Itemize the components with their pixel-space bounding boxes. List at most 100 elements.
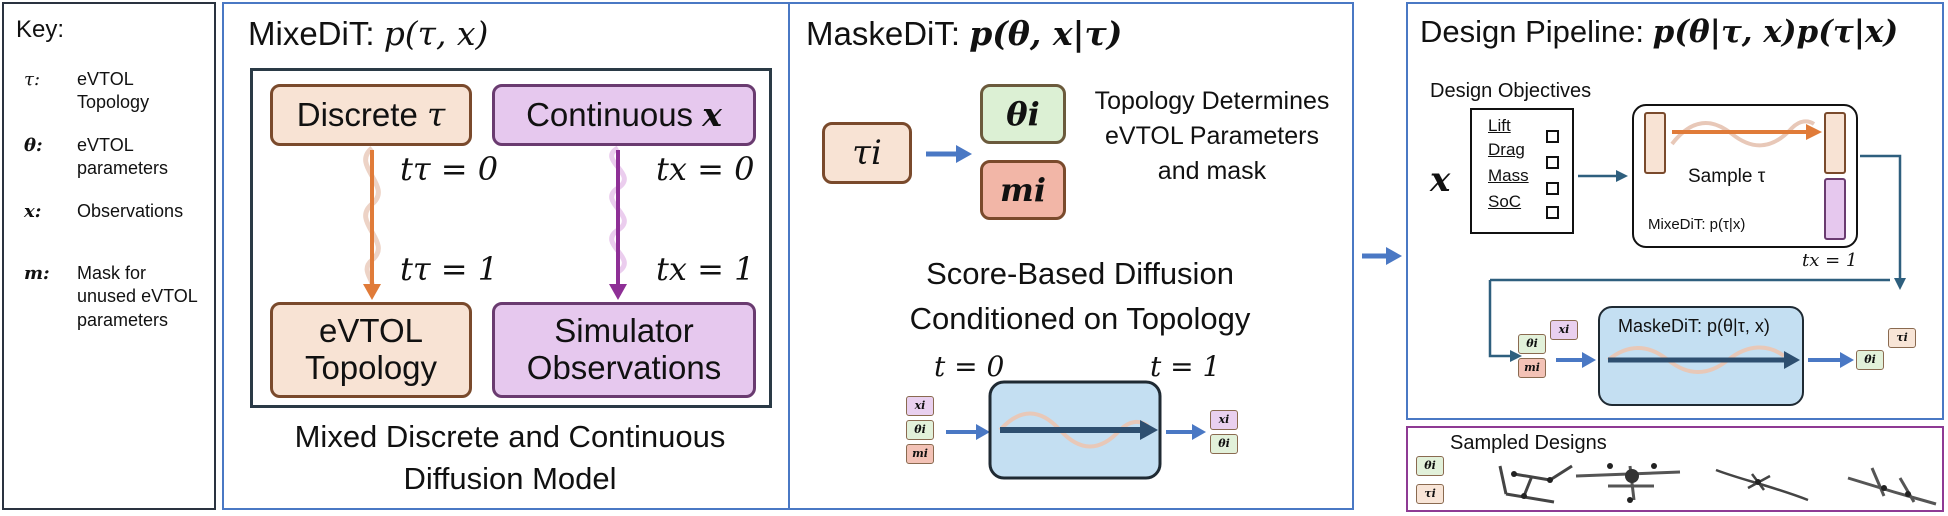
maskedit-t0: t = 0 bbox=[934, 350, 1004, 383]
theta-i-label: θi bbox=[1006, 95, 1040, 133]
simulator-observations-box: Simulator Observations bbox=[492, 302, 756, 398]
pipeline-chip-theta: θi bbox=[1518, 334, 1546, 354]
maskedit-title-math: p(θ, x|τ) bbox=[969, 14, 1123, 53]
t-tau-1-label: tτ = 1 bbox=[400, 250, 499, 288]
checkbox-drag-icon bbox=[1546, 156, 1559, 169]
maskedit-chip-in-m: mi bbox=[906, 444, 934, 464]
maskedit-title-prefix: MaskeDiT: bbox=[806, 15, 970, 52]
key-row-tau: τ: eVTOL Topology bbox=[24, 68, 214, 115]
checkbox-soc-icon bbox=[1546, 206, 1559, 219]
key-row-m: m: Mask for unused eVTOL parameters bbox=[24, 262, 214, 332]
discrete-tau-box: Discrete τ bbox=[270, 84, 472, 146]
maskedit-pipeline-arrow bbox=[1606, 345, 1854, 374]
t-tau-0-label: tτ = 0 bbox=[400, 150, 499, 188]
key-symbol-x: x: bbox=[24, 201, 42, 222]
key-desc-tau: eVTOL Topology bbox=[77, 69, 150, 113]
maskedit-t1: t = 1 bbox=[1150, 350, 1220, 383]
checkbox-mass-icon bbox=[1546, 182, 1559, 195]
mixedit-caption-text: Mixed Discrete and Continuous Diffusion … bbox=[294, 419, 726, 496]
discrete-label: Discrete bbox=[296, 96, 427, 133]
continuous-label: Continuous bbox=[526, 96, 703, 133]
maskedit-chip-in-theta: θi bbox=[906, 420, 934, 440]
sampled-design-2-icon bbox=[1575, 463, 1681, 503]
sampled-design-1-icon bbox=[1498, 464, 1573, 504]
mixedit-title: MixeDiT: p(τ, x) bbox=[248, 14, 488, 53]
maskedit-panel bbox=[788, 2, 1354, 510]
evtol-topology-label: eVTOL Topology bbox=[304, 312, 438, 386]
maskedit-subtitle: Score-Based Diffusion Conditioned on Top… bbox=[850, 252, 1310, 342]
mixedit-title-prefix: MixeDiT: bbox=[248, 15, 384, 52]
mixedit-inner-frame bbox=[250, 68, 772, 408]
maskedit-pipeline-label: MaskeDiT: p(θ|τ, x) bbox=[1618, 316, 1770, 337]
pipeline-chip-theta-out: θi bbox=[1856, 350, 1884, 370]
m-i-box: mi bbox=[980, 160, 1066, 220]
pipeline-chip-x: xi bbox=[1550, 320, 1578, 340]
mixedit-title-math: p(τ, x) bbox=[383, 14, 489, 53]
sample-tau-label: Sample τ bbox=[1688, 166, 1765, 188]
maskedit-t1-label: t = 1 bbox=[1150, 350, 1221, 383]
key-panel: Key: τ: eVTOL Topology θ: eVTOL paramete… bbox=[2, 2, 216, 510]
t-x-1: tx = 1 bbox=[656, 250, 754, 288]
pipeline-panel bbox=[1406, 2, 1944, 420]
maskedit-side-text-label: Topology Determines eVTOL Parameters and… bbox=[1094, 87, 1330, 185]
continuous-symbol: x bbox=[702, 95, 722, 134]
maskedit-t0-label: t = 0 bbox=[934, 350, 1005, 383]
mixedit-pipeline-label-text: MixeDiT: p(τ|x) bbox=[1648, 216, 1746, 233]
sampled-design-4-icon bbox=[1847, 467, 1937, 506]
key-symbol-m: m: bbox=[24, 263, 50, 284]
sample-tau-text: Sample τ bbox=[1688, 166, 1766, 187]
design-objectives-label: Design Objectives bbox=[1430, 80, 1592, 102]
discrete-arrowhead bbox=[363, 284, 381, 300]
tau-to-params-arrow bbox=[926, 145, 972, 163]
evtol-topology-box: eVTOL Topology bbox=[270, 302, 472, 398]
key-desc-theta: eVTOL parameters bbox=[77, 135, 169, 179]
tau-i-label: τi bbox=[852, 133, 882, 173]
maskedit-side-text: Topology Determines eVTOL Parameters and… bbox=[1092, 84, 1332, 189]
key-title: Key: bbox=[16, 16, 65, 43]
mixedit-pipeline-label: MixeDiT: p(τ|x) bbox=[1648, 216, 1745, 233]
maskedit-title: MaskeDiT: p(θ, x|τ) bbox=[806, 14, 1122, 53]
sampler-bar-right-bottom bbox=[1824, 178, 1846, 240]
objective-drag-label: Drag bbox=[1488, 140, 1525, 159]
checkbox-lift-icon bbox=[1546, 130, 1559, 143]
tau-i-box: τi bbox=[822, 122, 912, 184]
mixedit-sampler-box bbox=[1632, 104, 1858, 248]
t-x-0-label: tx = 0 bbox=[656, 150, 755, 188]
key-symbol-theta: θ: bbox=[24, 135, 43, 156]
maskedit-subtitle-text: Score-Based Diffusion Conditioned on Top… bbox=[909, 256, 1251, 336]
objective-lift: Lift bbox=[1488, 116, 1511, 136]
pipeline-flow-lines bbox=[1488, 154, 1906, 362]
objectives-to-sampler-arrow bbox=[1578, 170, 1628, 182]
theta-i-box: θi bbox=[980, 84, 1066, 144]
samples-chip-theta: θi bbox=[1416, 456, 1444, 476]
maskedit-pipeline-label-text: MaskeDiT: p(θ|τ, x) bbox=[1618, 316, 1770, 336]
t-x-0: tx = 0 bbox=[656, 150, 754, 188]
pipeline-chip-tau-out: τi bbox=[1888, 328, 1916, 348]
discrete-symbol: τ bbox=[426, 95, 446, 134]
t-tau-1: tτ = 1 bbox=[400, 250, 498, 288]
objective-mass-label: Mass bbox=[1488, 166, 1529, 185]
maskedit-chip-out-theta: θi bbox=[1210, 434, 1238, 454]
continuous-x-box: Continuous x bbox=[492, 84, 756, 146]
simulator-observations-label: Simulator Observations bbox=[526, 312, 722, 386]
sampler-arrow bbox=[1670, 119, 1822, 148]
key-row-x: x: Observations bbox=[24, 200, 214, 223]
sampled-design-3-icon bbox=[1715, 468, 1809, 502]
key-desc-x: Observations bbox=[77, 201, 184, 221]
panel-connector-arrow bbox=[1362, 247, 1402, 265]
pipeline-into-maskedit-arrow bbox=[1556, 352, 1596, 368]
m-i-label: mi bbox=[999, 171, 1046, 209]
maskedit-pipeline-box bbox=[1598, 306, 1804, 406]
sampler-bar-left bbox=[1644, 112, 1666, 174]
key-desc-m: Mask for unused eVTOL parameters bbox=[77, 263, 198, 330]
sampled-designs-panel bbox=[1406, 426, 1944, 512]
pipeline-title-prefix: Design Pipeline: bbox=[1420, 14, 1653, 49]
objective-soc-label: SoC bbox=[1488, 192, 1522, 211]
key-symbol-tau: τ: bbox=[24, 69, 41, 90]
mixedit-caption: Mixed Discrete and Continuous Diffusion … bbox=[240, 416, 780, 500]
samples-chip-tau: τi bbox=[1416, 484, 1444, 504]
objective-soc: SoC bbox=[1488, 192, 1521, 212]
pipeline-x-symbol: x bbox=[1430, 160, 1451, 200]
t-tau-0: tτ = 0 bbox=[400, 150, 498, 188]
maskedit-chip-out-x: xi bbox=[1210, 410, 1238, 430]
